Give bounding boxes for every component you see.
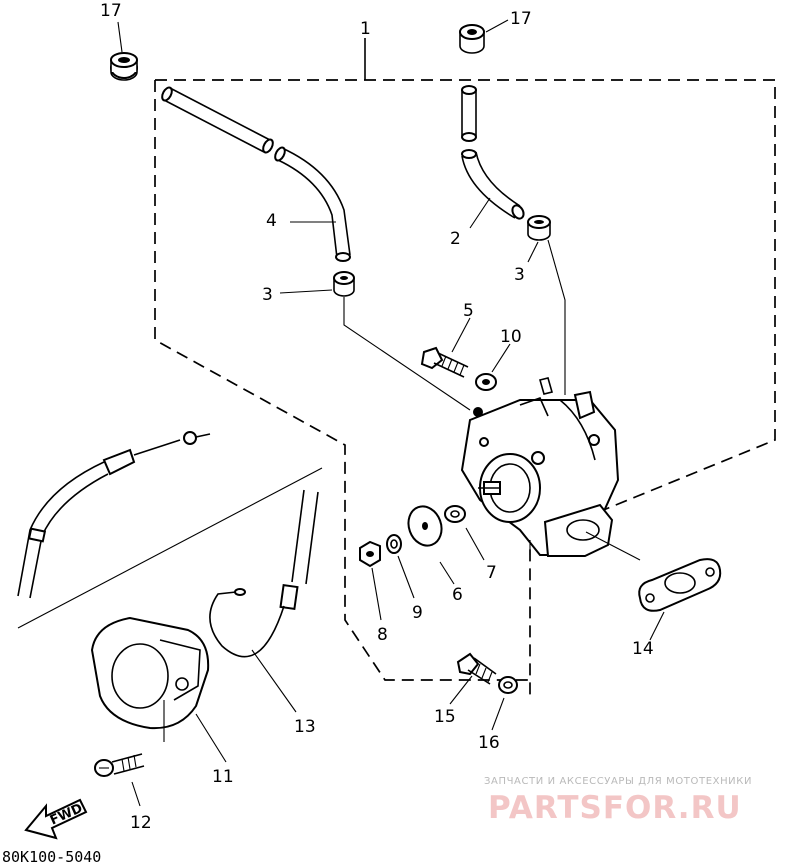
label-16: 16	[478, 733, 500, 753]
pump-cover-11	[90, 616, 227, 763]
label-14: 14	[632, 639, 654, 659]
label-11: 11	[212, 767, 234, 787]
label-9: 9	[412, 603, 423, 623]
diagram-code: 80K100-5040	[2, 848, 101, 866]
fwd-arrow-badge: FWD	[24, 798, 88, 840]
gasket-14	[638, 558, 722, 641]
washer-7	[444, 505, 485, 561]
pulley-6	[407, 505, 455, 585]
watermark-tagline: ЗАПЧАСТИ И АКСЕССУАРЫ ДЛЯ МОТОТЕХНИКИ	[484, 776, 752, 787]
label-17-right: 17	[510, 9, 532, 29]
label-5: 5	[463, 301, 474, 321]
label-2: 2	[450, 229, 461, 249]
label-3-right: 3	[514, 265, 525, 285]
label-6: 6	[452, 585, 463, 605]
assembly-outline	[154, 38, 776, 695]
label-15: 15	[434, 707, 456, 727]
bolt-5	[420, 317, 471, 378]
clamp-3-right	[527, 215, 566, 395]
collar-17-right	[459, 19, 509, 54]
label-12: 12	[130, 813, 152, 833]
hose-4	[161, 86, 351, 262]
nut-8	[359, 540, 382, 621]
watermark-brand: PARTSFOR.RU	[488, 790, 742, 826]
label-4: 4	[266, 211, 277, 231]
washer-9	[386, 534, 415, 599]
oil-pump-body	[460, 377, 641, 561]
section-divider	[17, 467, 323, 629]
oil-pump-cable-13	[209, 489, 319, 713]
washer-10	[475, 343, 511, 391]
fwd-label: FWD	[48, 801, 85, 829]
washer-16	[491, 676, 518, 731]
throttle-cable	[17, 431, 211, 599]
clamp-3-left	[279, 271, 471, 411]
watermark: ЗАПЧАСТИ И АКСЕССУАРЫ ДЛЯ МОТОТЕХНИКИ PA…	[484, 776, 752, 826]
label-10: 10	[500, 327, 522, 347]
label-1: 1	[360, 19, 371, 39]
label-3-left: 3	[262, 285, 273, 305]
label-7: 7	[486, 563, 497, 583]
screw-12	[94, 753, 145, 807]
label-13: 13	[294, 717, 316, 737]
label-17-left: 17	[100, 1, 122, 21]
bolt-15	[449, 652, 497, 705]
reference-labels: 1 2 3 3 4 5 6 7 8 9 10 11 12 13 14 15 16…	[100, 1, 654, 833]
label-8: 8	[377, 625, 388, 645]
hose-2	[461, 85, 525, 229]
collar-17-left	[110, 21, 138, 81]
